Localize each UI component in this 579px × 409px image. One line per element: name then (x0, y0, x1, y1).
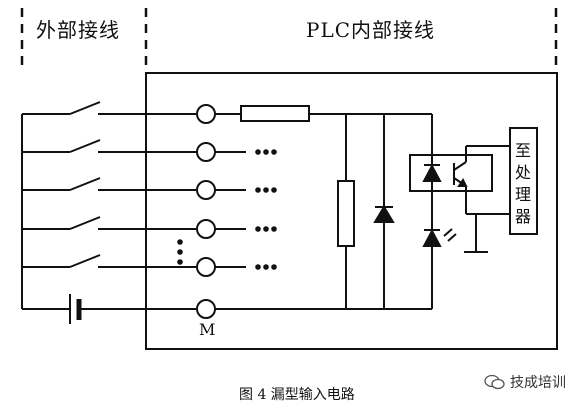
watermark: 技成培训 (484, 372, 566, 392)
input-switch (22, 177, 196, 191)
common-terminal-label: M (199, 320, 216, 339)
optocoupler-led-icon (422, 155, 442, 191)
input-terminal (196, 257, 216, 277)
parallel-diode (373, 114, 395, 309)
input-terminal (196, 219, 216, 239)
more-inputs-dots (177, 239, 183, 265)
processor-ground-lead (464, 214, 488, 253)
plc-enclosure-box (145, 72, 558, 350)
processor-label-char: 处 (514, 163, 531, 182)
continuation-dots (255, 226, 277, 232)
optocoupler-box (409, 154, 493, 192)
continuation-dots (255, 187, 277, 193)
processor-label-char: 器 (514, 207, 531, 226)
parallel-resistor (337, 114, 355, 309)
watermark-text: 技成培训 (510, 375, 566, 391)
input-resistor (240, 105, 310, 122)
wechat-icon (484, 374, 505, 390)
phototransistor-icon (453, 145, 510, 215)
external-switches (22, 101, 196, 268)
input-switch (22, 101, 196, 115)
plc-internal-wiring-header: PLC内部接线 (306, 18, 436, 42)
continuation-dots (255, 149, 277, 155)
input-switch (22, 139, 196, 153)
figure-caption: 图 4 漏型输入电路 (239, 387, 355, 403)
processor-label: 至 处 理 器 (513, 140, 533, 228)
input-terminal (196, 142, 216, 162)
input-resistor-line (215, 105, 432, 122)
continuation-dots (255, 264, 277, 270)
input-terminal (196, 180, 216, 200)
input-terminal (196, 299, 216, 319)
external-wiring-header: 外部接线 (36, 18, 120, 42)
input-terminal (196, 104, 216, 124)
status-led-icon (422, 228, 457, 247)
input-terminals (196, 104, 277, 319)
processor-label-char: 至 (514, 141, 531, 160)
processor-label-char: 理 (514, 185, 531, 204)
processor-box (509, 127, 538, 235)
input-switch (22, 254, 196, 268)
input-switch (22, 216, 196, 230)
dc-battery (22, 294, 196, 324)
